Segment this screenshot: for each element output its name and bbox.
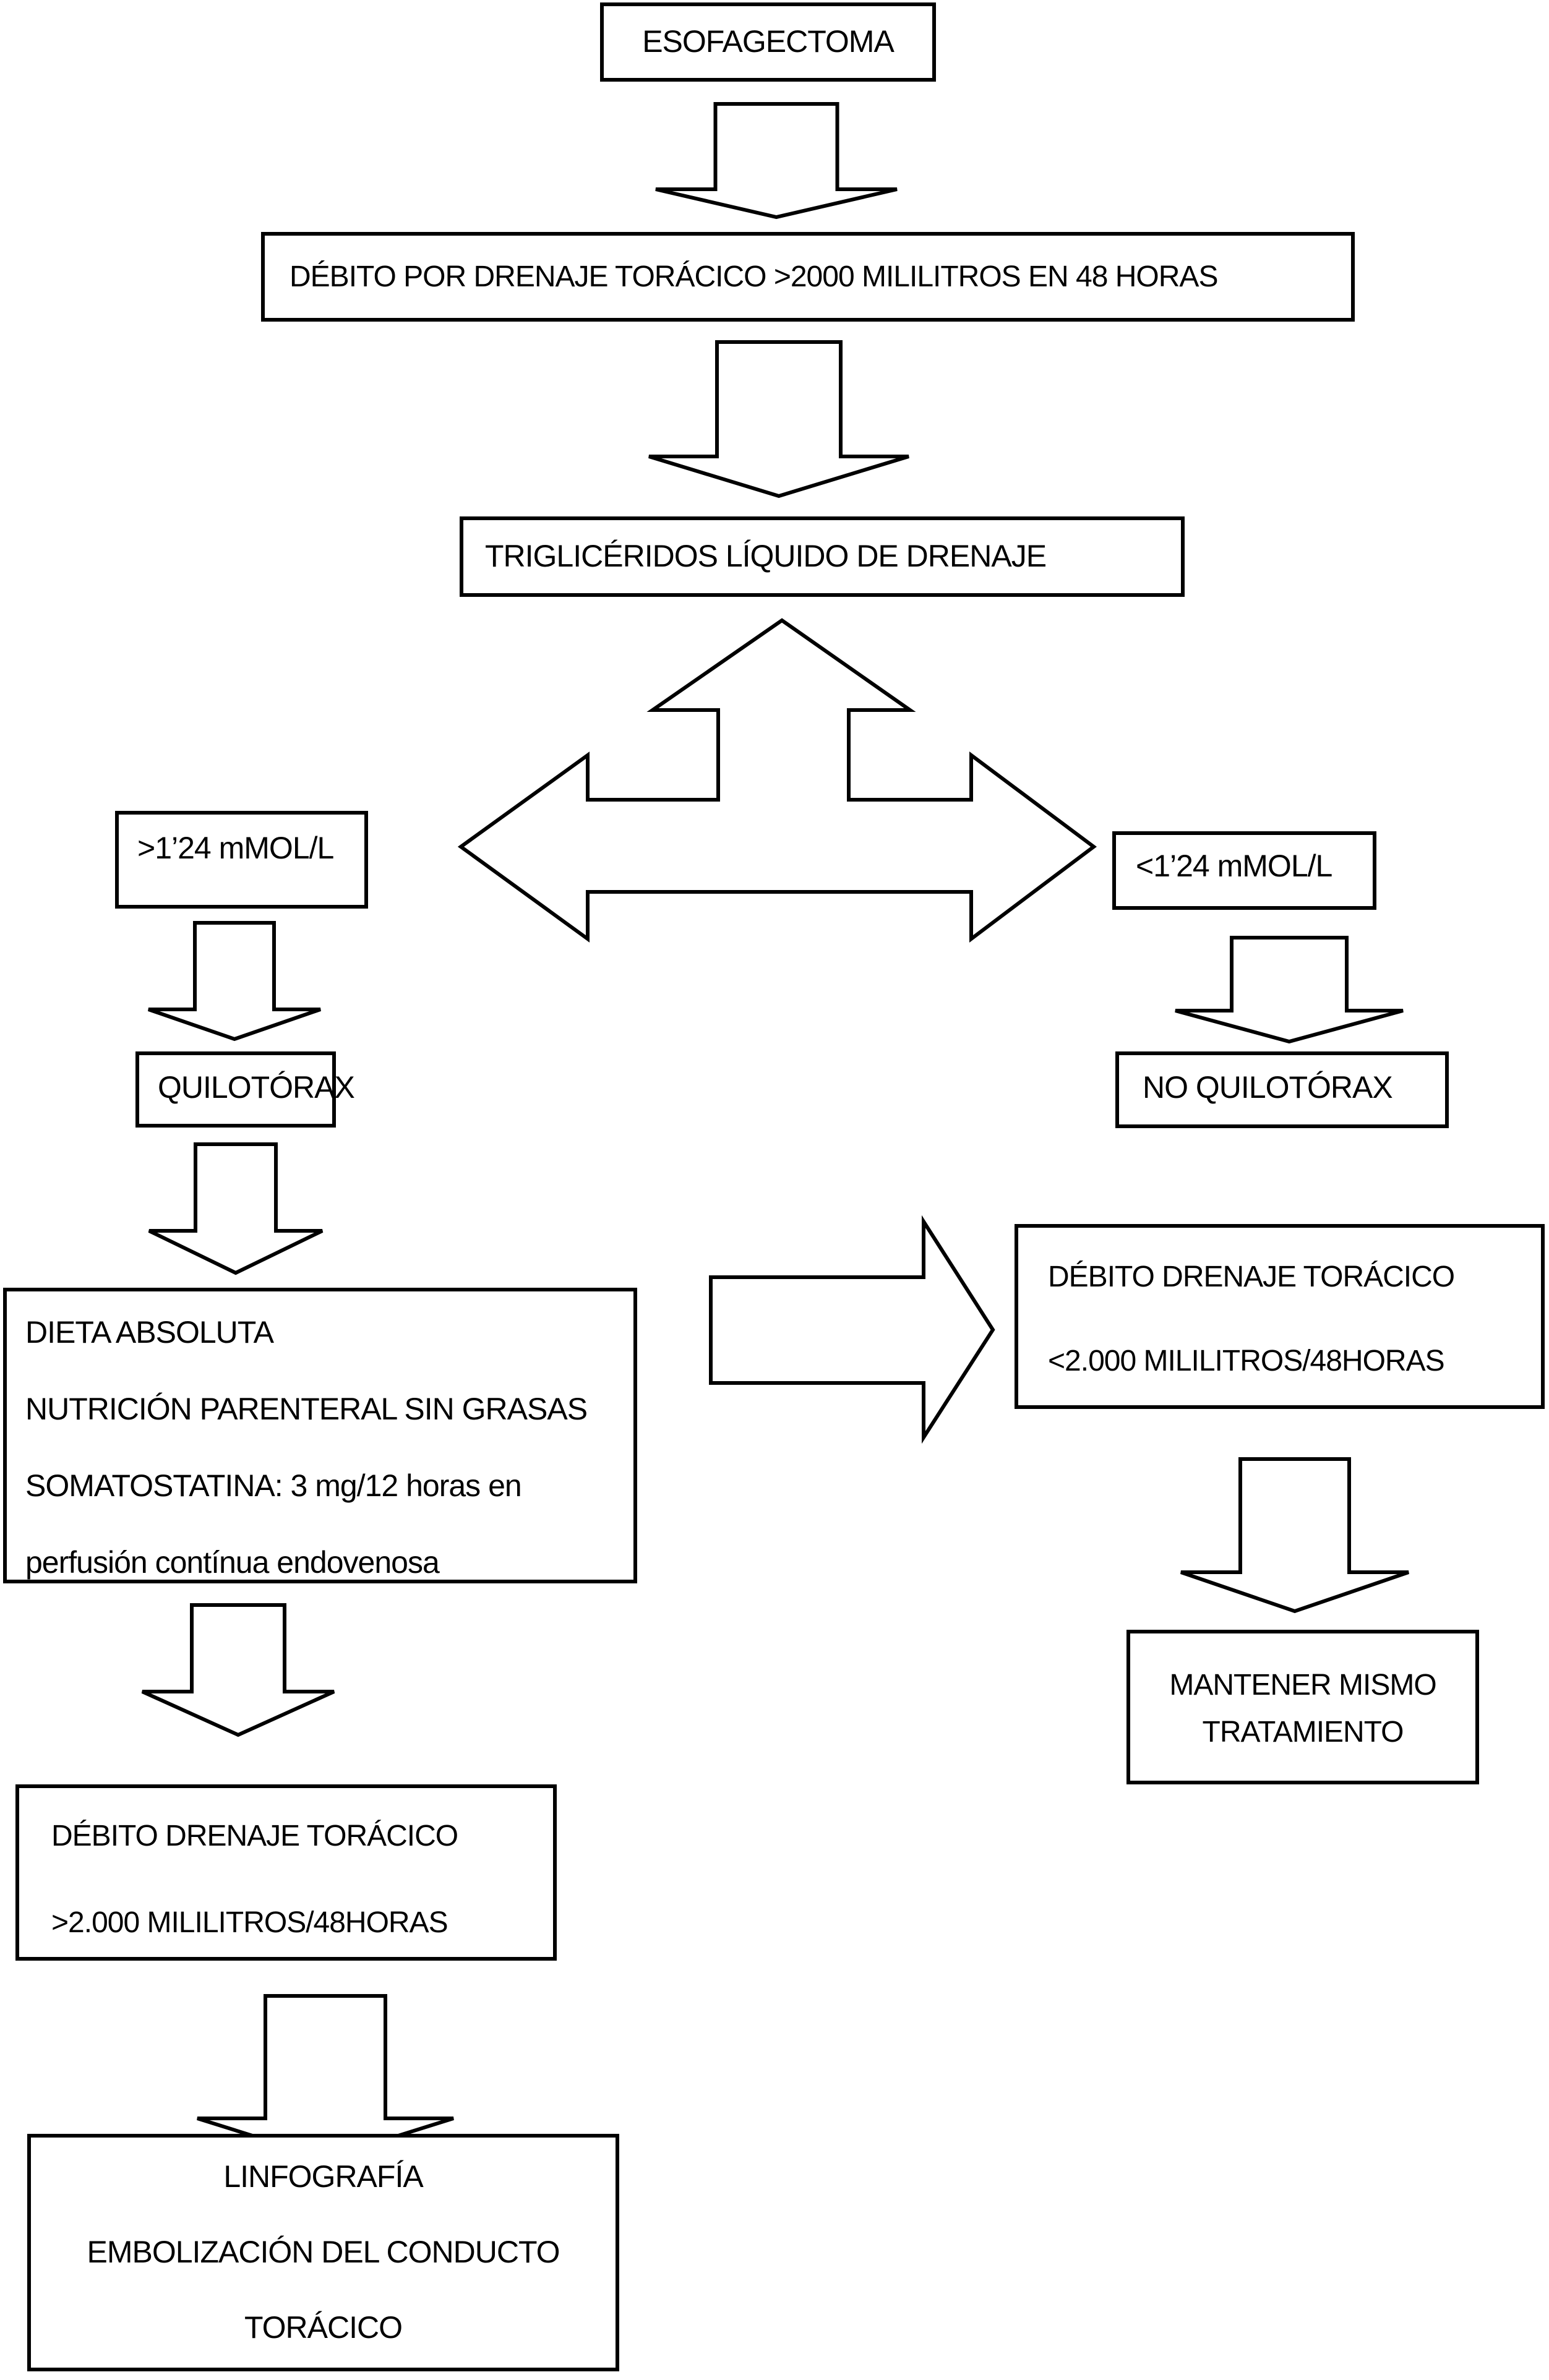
- node-tratamiento: DIETA ABSOLUTA NUTRICIÓN PARENTERAL SIN …: [3, 1288, 637, 1583]
- node-linfografia-line-1: LINFOGRAFÍA: [223, 2159, 423, 2194]
- node-debito-menor-2000: DÉBITO DRENAJE TORÁCICO <2.000 MILILITRO…: [1015, 1224, 1545, 1409]
- node-esofagectoma-label: ESOFAGECTOMA: [642, 24, 895, 59]
- arrow-debito-menor2000-to-mantener-icon: [1180, 1457, 1409, 1614]
- node-mantener-line-1: MANTENER MISMO: [1169, 1669, 1436, 1702]
- node-linfografia-line-3: TORÁCICO: [244, 2310, 403, 2345]
- node-debito-mayor-2000-line-1: DÉBITO DRENAJE TORÁCICO: [51, 1820, 458, 1852]
- arrow-quilotorax-to-tratamiento-icon: [148, 1142, 324, 1275]
- node-mayor-124: >1’24 mMOL/L: [115, 811, 368, 909]
- arrow-three-way-branch-icon: [457, 618, 1097, 943]
- node-debito-menor-2000-line-2: <2.000 MILILITROS/48HORAS: [1048, 1345, 1445, 1377]
- node-menor-124: <1’24 mMOL/L: [1112, 831, 1376, 910]
- node-mayor-124-label: >1’24 mMOL/L: [137, 831, 334, 865]
- arrow-menor124-to-noquilotorax-icon: [1175, 936, 1404, 1044]
- arrow-mayor124-to-quilotorax-icon: [148, 921, 321, 1042]
- node-quilotorax-label: QUILOTÓRAX: [158, 1070, 355, 1105]
- node-linfografia: LINFOGRAFÍA EMBOLIZACIÓN DEL CONDUCTO TO…: [27, 2134, 619, 2371]
- node-no-quilotorax-label: NO QUILOTÓRAX: [1143, 1070, 1393, 1105]
- node-no-quilotorax: NO QUILOTÓRAX: [1115, 1051, 1449, 1128]
- arrow-tratamiento-to-debito-mayor2000-icon: [141, 1603, 335, 1737]
- node-tratamiento-line-1: DIETA ABSOLUTA: [25, 1315, 274, 1350]
- node-trigliceridos: TRIGLICÉRIDOS LÍQUIDO DE DRENAJE: [460, 516, 1185, 597]
- node-debito-mayor-2000: DÉBITO DRENAJE TORÁCICO >2.000 MILILITRO…: [15, 1784, 557, 1961]
- node-linfografia-line-2: EMBOLIZACIÓN DEL CONDUCTO: [87, 2235, 560, 2269]
- arrow-tratamiento-to-debito-menor2000-icon: [709, 1215, 995, 1444]
- node-tratamiento-line-3: SOMATOSTATINA: 3 mg/12 horas en: [25, 1468, 522, 1503]
- node-menor-124-label: <1’24 mMOL/L: [1136, 849, 1332, 883]
- node-debito-mayor-2000-line-2: >2.000 MILILITROS/48HORAS: [51, 1906, 448, 1939]
- node-trigliceridos-label: TRIGLICÉRIDOS LÍQUIDO DE DRENAJE: [485, 539, 1047, 574]
- arrow-debito-to-trigliceridos-icon: [648, 340, 909, 499]
- node-mantener-line-2: TRATAMIENTO: [1202, 1716, 1404, 1749]
- arrow-esofagectoma-to-debito-icon: [655, 102, 898, 220]
- node-tratamiento-line-4: perfusión contínua endovenosa: [25, 1545, 440, 1580]
- node-debito-48h: DÉBITO POR DRENAJE TORÁCICO >2000 MILILI…: [261, 232, 1355, 322]
- node-quilotorax: QUILOTÓRAX: [135, 1051, 355, 1128]
- node-tratamiento-line-2: NUTRICIÓN PARENTERAL SIN GRASAS: [25, 1392, 588, 1426]
- node-debito-menor-2000-line-1: DÉBITO DRENAJE TORÁCICO: [1048, 1261, 1455, 1293]
- node-mantener: MANTENER MISMO TRATAMIENTO: [1126, 1630, 1479, 1784]
- node-esofagectoma: ESOFAGECTOMA: [600, 2, 936, 82]
- node-debito-48h-label: DÉBITO POR DRENAJE TORÁCICO >2000 MILILI…: [290, 260, 1218, 293]
